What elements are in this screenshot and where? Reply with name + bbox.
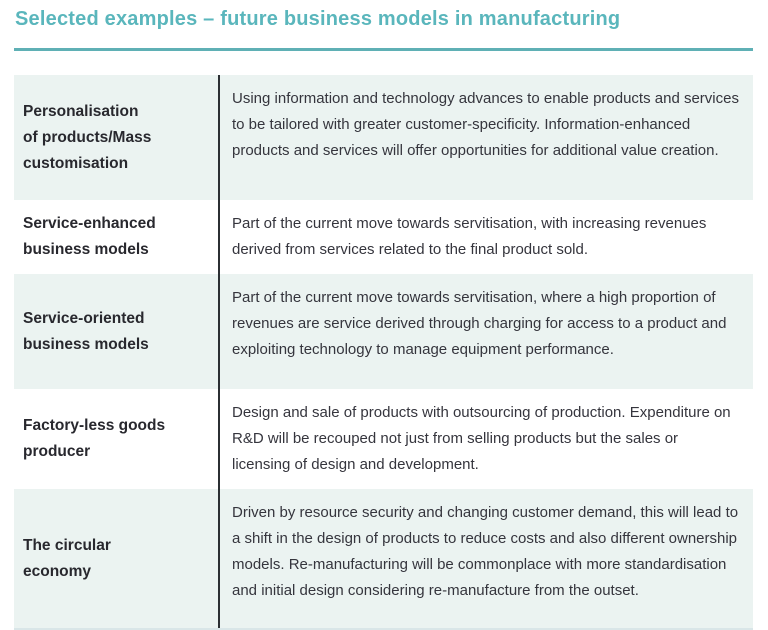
term-cell: Service-enhanced business models: [14, 200, 220, 274]
report-page: Selected examples – future business mode…: [14, 8, 753, 630]
description-cell: Part of the current move towards serviti…: [220, 274, 753, 389]
title-rule: [14, 48, 753, 51]
term-label: Service-oriented business models: [23, 309, 149, 353]
description-cell: Part of the current move towards serviti…: [220, 200, 753, 274]
description-text: Part of the current move towards serviti…: [232, 289, 727, 358]
term-cell: The circular economy: [14, 489, 220, 628]
description-cell: Design and sale of products with outsour…: [220, 389, 753, 489]
term-label: Service-enhanced business models: [23, 215, 156, 258]
table-row: Service-enhanced business models Part of…: [14, 200, 753, 274]
table-row: Personalisation of products/Mass customi…: [14, 75, 753, 200]
term-cell: Personalisation of products/Mass customi…: [14, 75, 220, 200]
description-text: Part of the current move towards serviti…: [232, 215, 707, 258]
term-label: Personalisation of products/Mass customi…: [23, 102, 152, 172]
table-row: Factory-less goods producer Design and s…: [14, 389, 753, 489]
term-label: The circular economy: [23, 536, 111, 580]
page-title: Selected examples – future business mode…: [15, 8, 621, 30]
description-text: Design and sale of products with outsour…: [232, 404, 731, 473]
term-cell: Service-oriented business models: [14, 274, 220, 389]
description-cell: Driven by resource security and changing…: [220, 489, 753, 628]
description-text: Driven by resource security and changing…: [232, 504, 739, 599]
table-row: Service-oriented business models Part of…: [14, 274, 753, 389]
description-text: Using information and technology advance…: [232, 90, 739, 159]
term-cell: Factory-less goods producer: [14, 389, 220, 489]
description-cell: Using information and technology advance…: [220, 75, 753, 200]
business-models-table: Personalisation of products/Mass customi…: [14, 75, 753, 630]
term-label: Factory-less goods producer: [23, 417, 166, 460]
table-row: The circular economy Driven by resource …: [14, 489, 753, 628]
